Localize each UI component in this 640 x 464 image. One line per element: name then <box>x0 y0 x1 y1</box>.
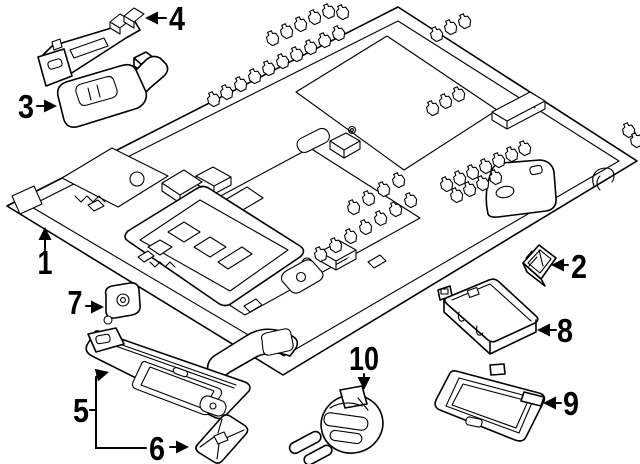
part-overhead-lamp-module <box>437 278 539 355</box>
callout-3: 3 <box>18 88 57 125</box>
callout-1-label: 1 <box>38 244 53 281</box>
part-grab-handle <box>56 51 169 128</box>
callout-7: 7 <box>68 284 104 321</box>
callout-8-label: 8 <box>557 312 573 349</box>
callout-6: 6 <box>149 430 189 464</box>
callout-4-label: 4 <box>169 0 186 37</box>
part-grab-handle-bracket <box>37 7 145 87</box>
switch-bezel <box>296 127 330 153</box>
callout-9-label: 9 <box>563 385 579 422</box>
callout-2: 2 <box>551 248 587 285</box>
callout-5: 5 <box>73 365 147 449</box>
part-lamp-lens-cover <box>434 363 546 442</box>
part-headliner-panel <box>6 1 640 380</box>
callout-6-label: 6 <box>149 430 165 464</box>
callout-9: 9 <box>543 385 579 422</box>
overhead-console <box>124 169 305 307</box>
part-visor-holder-clip <box>195 414 249 464</box>
callout-8: 8 <box>537 312 573 349</box>
part-dome-lamp-unit <box>288 385 384 464</box>
rear-lamp-housing <box>485 159 557 218</box>
callout-3-label: 3 <box>18 88 34 125</box>
callout-5-label: 5 <box>73 392 89 429</box>
junction-plate <box>61 147 169 212</box>
callouts: 1 2 3 4 5 6 7 <box>18 0 587 464</box>
callout-10-label: 10 <box>349 340 379 377</box>
part-visor-support-clip <box>103 282 141 325</box>
callout-2-label: 2 <box>571 248 587 285</box>
callout-7-label: 7 <box>68 284 83 321</box>
callout-10: 10 <box>349 340 379 390</box>
edge-hook-clip <box>592 167 615 191</box>
callout-1: 1 <box>38 227 53 281</box>
part-sun-visor <box>85 327 251 420</box>
part-retainer-clip <box>522 244 557 287</box>
callout-4: 4 <box>145 0 186 37</box>
